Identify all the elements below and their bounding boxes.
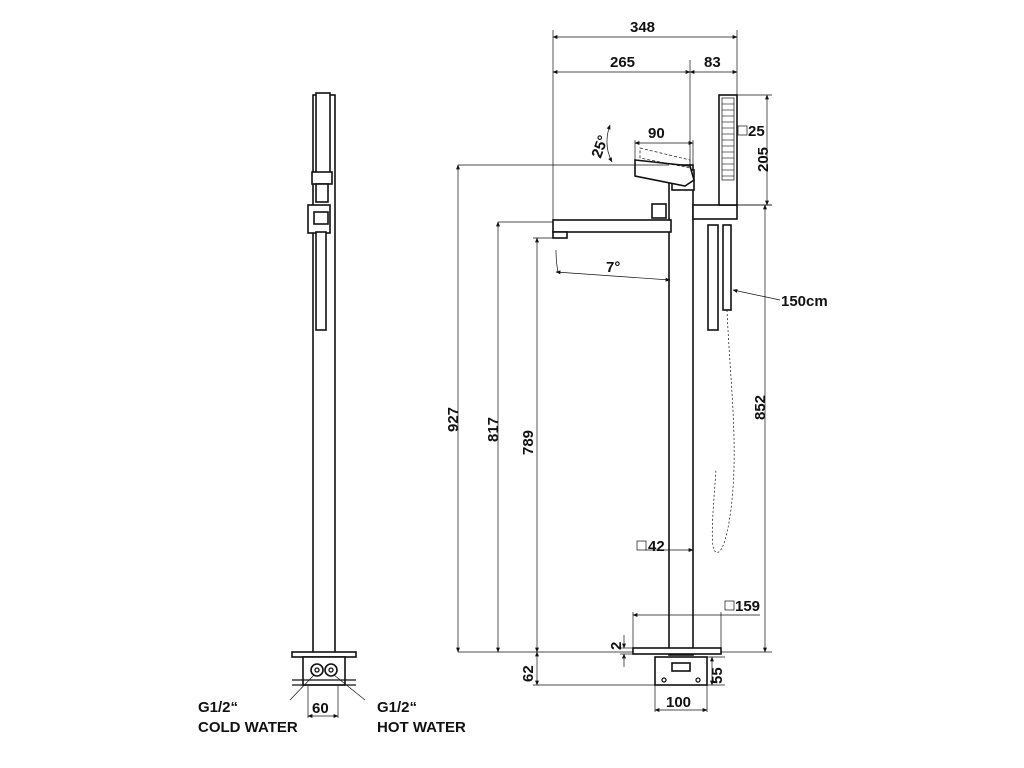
cold-inlet-icon <box>310 663 324 677</box>
square-symbol-icon <box>636 540 647 551</box>
hot-inlet-size: G1/2“ <box>377 699 417 716</box>
dim-hand-offset: 83 <box>704 54 721 71</box>
front-spout-cap <box>651 203 667 219</box>
side-lever-inner <box>313 211 329 225</box>
dim-inlet-spacing: 60 <box>312 700 329 717</box>
front-holder-arm <box>692 204 738 220</box>
front-view: 348 265 83 90 25° 7° 25 205 150cm <box>445 19 828 712</box>
front-spout-outlet <box>552 231 568 239</box>
dim-hand-length: 205 <box>755 147 772 172</box>
hot-inlet-icon <box>324 663 338 677</box>
dim-box-width: 100 <box>666 694 691 711</box>
front-floor-plate <box>632 647 722 655</box>
dim-hand-head: 25 <box>748 123 765 140</box>
dim-height-total: 927 <box>445 407 462 432</box>
dim-spout-angle: 7° <box>606 259 620 276</box>
dim-height-holder: 852 <box>752 395 769 420</box>
dim-box-height: 55 <box>709 667 726 684</box>
front-lever <box>634 159 695 187</box>
dim-spout-reach: 265 <box>610 54 635 71</box>
front-hose-connector <box>722 224 732 311</box>
square-symbol-icon <box>737 125 748 136</box>
side-view: 60 G1/2“ COLD WATER G1/2“ HOT WATER <box>198 92 466 736</box>
dim-height-spout: 817 <box>485 417 502 442</box>
side-holder-neck <box>315 183 329 203</box>
side-hand-shower <box>315 92 331 179</box>
front-hand-shower <box>718 94 738 206</box>
dim-total-width: 348 <box>630 19 655 36</box>
front-box-connector <box>671 662 691 672</box>
side-mounting-box <box>302 656 346 686</box>
front-spout <box>552 219 672 233</box>
dim-below-floor: 62 <box>520 665 537 682</box>
square-symbol-icon <box>724 600 735 611</box>
front-hand-shower-nozzles <box>721 97 735 181</box>
front-column <box>668 164 694 656</box>
front-hose <box>711 309 735 553</box>
dim-column-section: 42 <box>648 538 665 555</box>
dim-base-plate: 159 <box>735 598 760 615</box>
hot-water-label: HOT WATER <box>377 719 466 736</box>
side-hand-handle <box>315 231 327 331</box>
dim-height-outlet: 789 <box>520 430 537 455</box>
cold-water-label: COLD WATER <box>198 719 298 736</box>
front-hand-handle <box>707 224 719 331</box>
dim-lever-angle: 25° <box>588 133 612 160</box>
dim-lever-width: 90 <box>648 125 665 142</box>
side-holder-top <box>311 171 333 185</box>
dim-hose: 150cm <box>781 293 828 310</box>
cold-inlet-size: G1/2“ <box>198 699 238 716</box>
dim-plate-thickness: 2 <box>608 642 625 650</box>
